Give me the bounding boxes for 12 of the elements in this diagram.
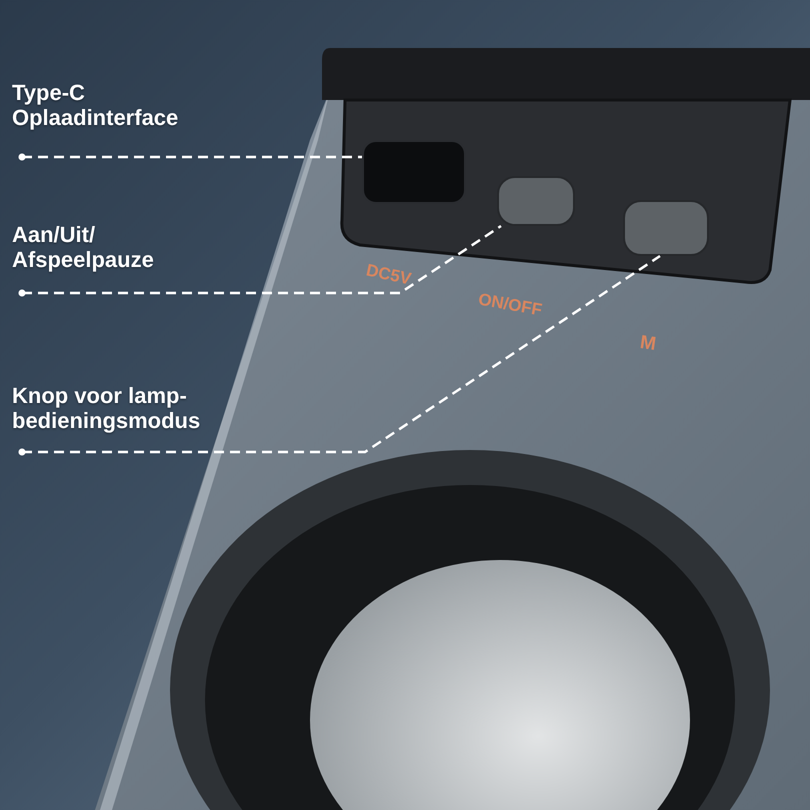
leader-line (18, 224, 502, 296)
callout-text: Type-C Oplaadinterface (12, 80, 180, 130)
mode-button (623, 200, 709, 256)
usb-port (362, 140, 466, 204)
callout-text: Aan/Uit/ Afspeelpauze (12, 222, 155, 272)
printed-marking: ON/OFF (476, 288, 544, 322)
leader-line (18, 254, 661, 456)
printed-marking: DC5V (364, 260, 414, 291)
leader-line (18, 154, 362, 160)
printed-marking: M (638, 331, 658, 357)
power-button (497, 176, 575, 226)
callout-text: Knop voor lamp-bedieningsmodus (12, 383, 202, 433)
